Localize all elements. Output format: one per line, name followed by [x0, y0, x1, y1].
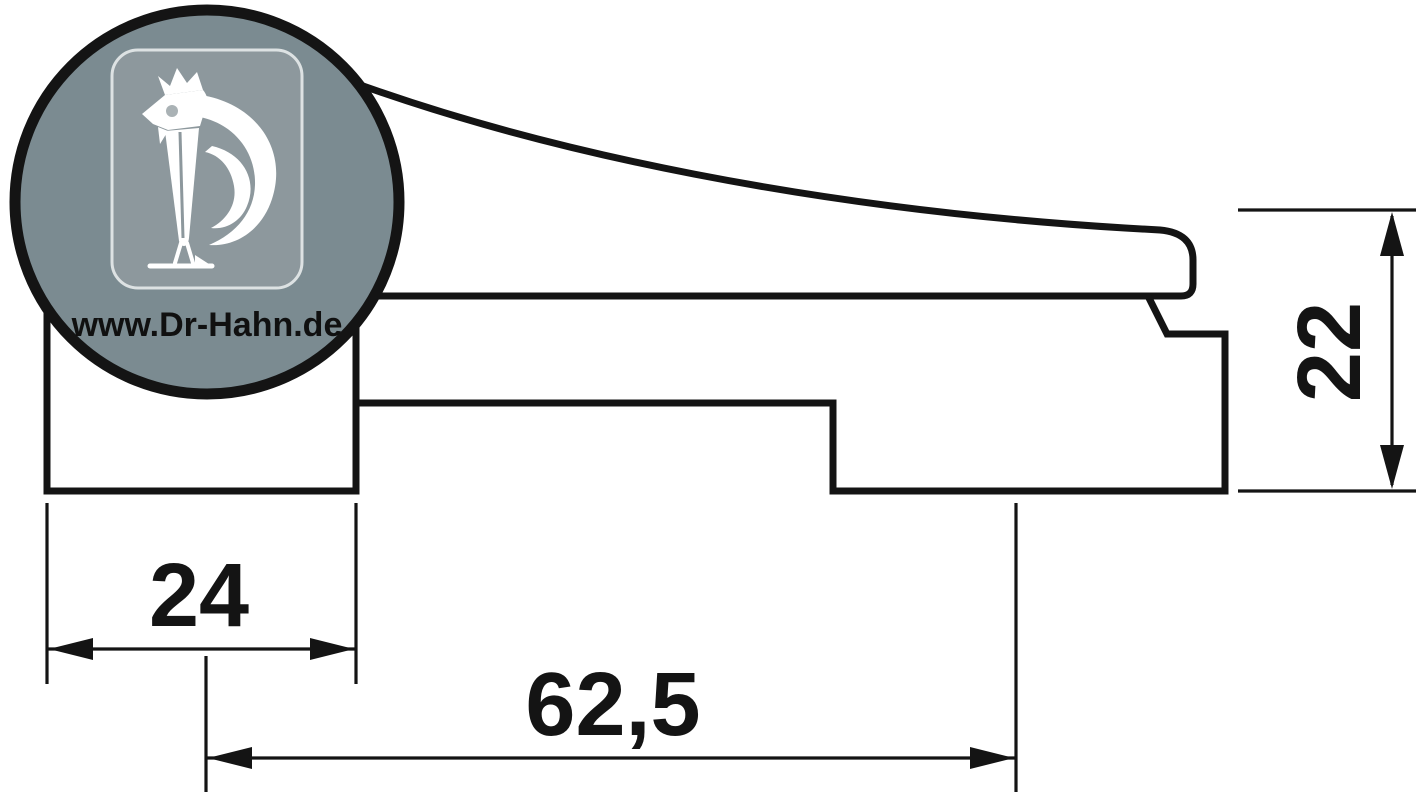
arrow-left-icon [49, 638, 93, 660]
rooster-eye [166, 105, 178, 117]
rooster-leg-right [185, 241, 195, 265]
arrow-left-icon [208, 747, 252, 769]
rooster-foot [195, 255, 212, 266]
arrow-down-icon [1380, 445, 1404, 489]
rooster-comb [158, 68, 203, 95]
rooster-icon [142, 68, 277, 269]
dimension-22: 22 [1238, 208, 1416, 493]
arrow-right-icon [970, 747, 1014, 769]
profile-body [356, 294, 1229, 495]
dimension-22-value: 22 [1280, 302, 1380, 402]
arrow-right-icon [310, 638, 354, 660]
arrow-up-icon [1380, 212, 1404, 256]
rooster-tail-outer [200, 95, 277, 246]
dimension-62-5: 62,5 [204, 503, 1018, 792]
rooster-tail-inner [205, 146, 251, 229]
dimension-62-5-value: 62,5 [525, 655, 700, 755]
profile-left-block [43, 300, 360, 495]
dimension-24-value: 24 [149, 546, 249, 646]
profile-top-leaf [318, 66, 1197, 300]
logo-url-text: www.Dr-Hahn.de [71, 306, 343, 344]
dimension-24: 24 [45, 503, 358, 684]
profile-outline [43, 66, 1229, 495]
rooster-body-fold [178, 131, 185, 239]
logo-badge: www.Dr-Hahn.de [9, 4, 405, 400]
rooster-leg-left [173, 241, 183, 265]
